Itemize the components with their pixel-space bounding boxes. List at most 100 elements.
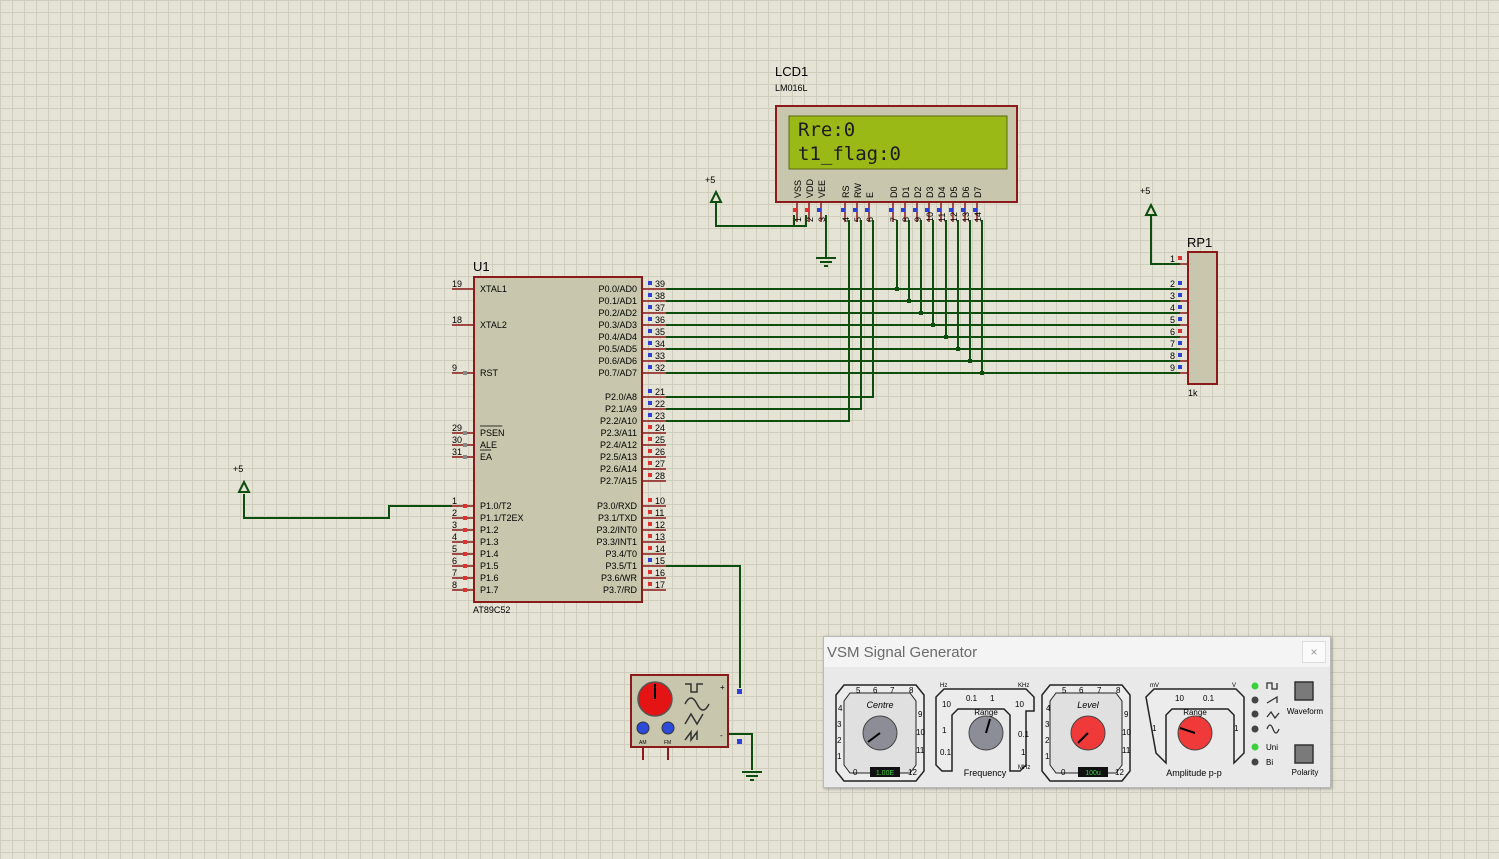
mcu-pin-number: 9	[452, 363, 457, 373]
mcu-pin-name: XTAL2	[480, 320, 507, 330]
power-label: +5	[233, 464, 243, 474]
mcu-pin-name: P0.6/AD6	[598, 356, 637, 366]
signal-generator-symbol[interactable]: AM FM + -	[630, 674, 742, 760]
rp-pin[interactable]: 5	[1170, 315, 1188, 326]
centre-dial[interactable]: Centre 5 6 7 8 4 9 3 10 2 11 1 0 12 1.00…	[835, 684, 925, 782]
mcu-pin-number: 11	[655, 508, 664, 518]
power-terminal-lcd[interactable]: +5	[705, 175, 723, 203]
waveform-selector[interactable]: Waveform	[1251, 681, 1324, 734]
triangle-wave-icon	[684, 712, 704, 726]
lcd-pin[interactable]: RS4	[841, 185, 851, 222]
power-terminal-rp[interactable]: +5	[1140, 186, 1158, 216]
mcu-pin-name: P0.4/AD4	[598, 332, 637, 342]
level-dial[interactable]: Level 5 6 7 8 4 9 3 10 2 11 1 0 12 100u	[1041, 684, 1131, 782]
led-bi	[1251, 758, 1259, 766]
lcd-pin[interactable]: D07	[889, 186, 899, 222]
frequency-range-selector[interactable]: Hz 0.1 1 KHz 10 1 0.1 10 0.1 1 MHz Range…	[935, 683, 1035, 778]
rp-pin[interactable]: 7	[1170, 339, 1188, 350]
pin-marker	[1178, 281, 1182, 285]
amplitude-range-selector[interactable]: mV 10 0.1 V 1 1 Range Amplitude p-p	[1145, 683, 1245, 778]
polarity-selector[interactable]: Uni Bi Polarity	[1251, 743, 1319, 777]
lcd-pin[interactable]: RW5	[853, 183, 863, 222]
rp-pin[interactable]: 1	[1170, 254, 1188, 265]
vsm-signal-generator-window[interactable]: VSM Signal Generator × Centre 5 6 7 8 4 …	[823, 636, 1331, 788]
led-triangle	[1251, 710, 1259, 718]
power-terminal-p1[interactable]: +5	[233, 464, 251, 493]
rp-pin[interactable]: 9	[1170, 363, 1188, 374]
lcd-pin-number: 11	[937, 213, 947, 222]
lcd-pin[interactable]: E6	[865, 192, 875, 222]
sawtooth-wave-icon	[1266, 695, 1278, 704]
close-button[interactable]: ×	[1302, 641, 1326, 663]
frequency-label: Frequency	[964, 768, 1007, 778]
svg-text:9: 9	[1124, 710, 1129, 719]
rp-pin[interactable]: 8	[1170, 351, 1188, 362]
vsm-title-bar[interactable]: VSM Signal Generator ×	[824, 637, 1330, 667]
rp-pin[interactable]: 6	[1170, 327, 1188, 338]
lcd-pin[interactable]: D18	[901, 186, 911, 222]
svg-text:7: 7	[1097, 686, 1102, 695]
polarity-button[interactable]	[1294, 744, 1314, 764]
mcu-pin-number: 36	[655, 315, 665, 325]
svg-text:Hz: Hz	[940, 683, 947, 689]
lcd-pin[interactable]: D29	[913, 186, 923, 222]
mcu-pin-number: 18	[452, 315, 462, 325]
mcu-pin-number: 30	[452, 435, 462, 445]
mcu-pin-name: EA	[480, 452, 492, 462]
rp-pin[interactable]: 2	[1170, 279, 1188, 290]
rp-pin[interactable]: 4	[1170, 303, 1188, 314]
mcu-pin-number: 23	[655, 411, 665, 421]
rp-pin[interactable]: 3	[1170, 291, 1188, 302]
waveform-button[interactable]	[1294, 681, 1314, 701]
lcd-component[interactable]: LCD1 LM016L Rre:0 t1_flag:0 VSS1VDD2VEE3…	[775, 64, 1018, 222]
